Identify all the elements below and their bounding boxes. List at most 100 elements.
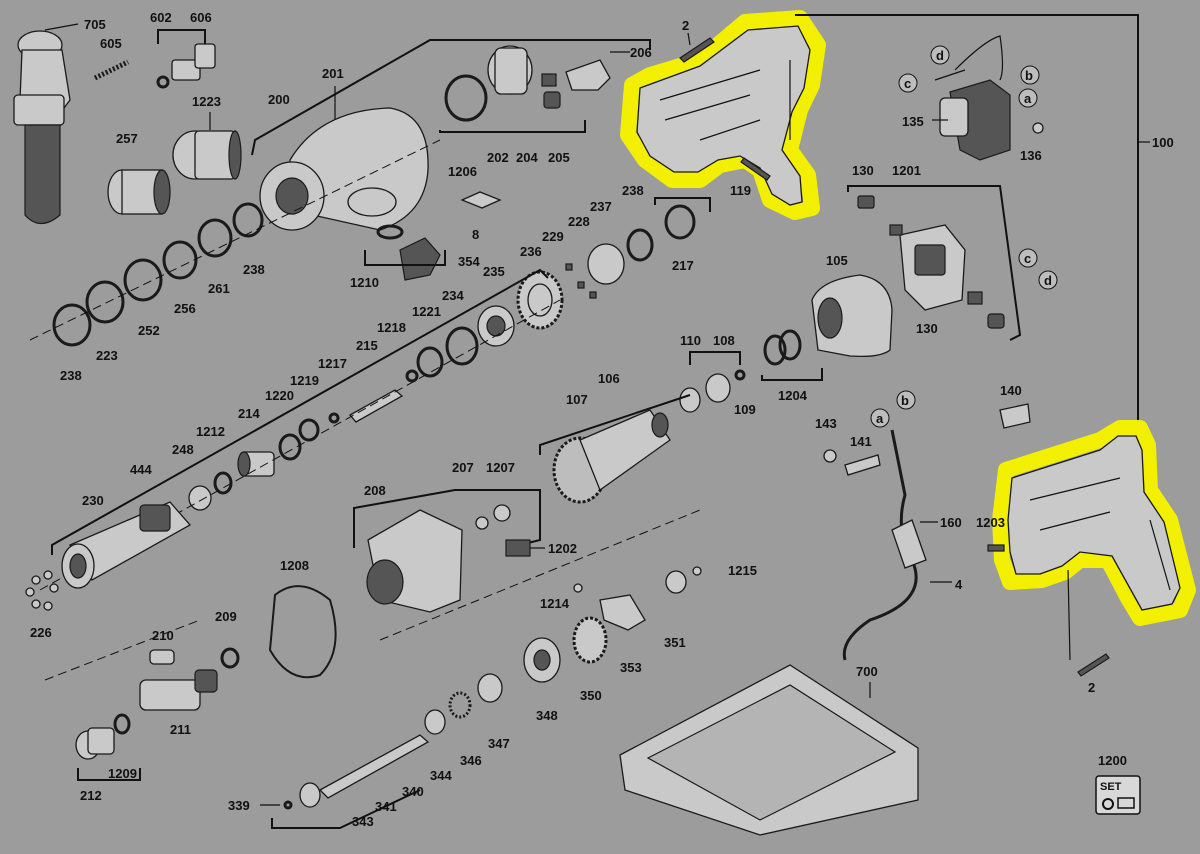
label-130a: 130 bbox=[852, 163, 874, 178]
part-202[interactable] bbox=[487, 45, 533, 95]
brush-part[interactable] bbox=[889, 224, 903, 236]
shaft-341[interactable] bbox=[318, 734, 430, 799]
ring-1212[interactable] bbox=[213, 471, 233, 495]
pin-1203[interactable] bbox=[987, 544, 1005, 552]
part-606[interactable] bbox=[171, 43, 216, 81]
pin-210[interactable] bbox=[149, 649, 175, 665]
ring-347[interactable] bbox=[477, 673, 503, 703]
ring-109[interactable] bbox=[734, 369, 746, 381]
ring-252[interactable] bbox=[123, 258, 163, 302]
label-238b: 238 bbox=[60, 368, 82, 383]
pins-228-229[interactable] bbox=[565, 263, 597, 299]
bearing-108[interactable] bbox=[705, 373, 731, 403]
barrel-230[interactable] bbox=[61, 501, 192, 589]
spring-346[interactable] bbox=[448, 691, 472, 719]
ring-1206-area[interactable] bbox=[444, 74, 488, 122]
plate-353[interactable] bbox=[599, 594, 646, 631]
gear-344[interactable] bbox=[424, 709, 446, 735]
ring-238-a[interactable] bbox=[232, 202, 264, 238]
springs-1204[interactable] bbox=[763, 329, 802, 366]
part-1202[interactable] bbox=[505, 539, 531, 557]
switch-354[interactable] bbox=[399, 237, 441, 281]
ring-256[interactable] bbox=[162, 240, 198, 280]
callout-a-top: a bbox=[1018, 88, 1038, 108]
chuck-257[interactable] bbox=[107, 169, 171, 215]
housing-half-top-highlighted[interactable] bbox=[620, 10, 826, 220]
screw-2-bottom[interactable] bbox=[1077, 653, 1110, 677]
pin-215[interactable] bbox=[348, 389, 404, 423]
clutch-348[interactable] bbox=[523, 637, 561, 683]
label-136: 136 bbox=[1020, 148, 1042, 163]
ring-238-left[interactable] bbox=[52, 303, 92, 347]
gear-350[interactable] bbox=[572, 616, 608, 664]
brush-part-2[interactable] bbox=[967, 291, 983, 305]
piston-211[interactable] bbox=[139, 669, 218, 711]
bearing-207[interactable] bbox=[475, 516, 489, 530]
motor-flange-208[interactable] bbox=[366, 509, 463, 613]
screw-2-top[interactable] bbox=[679, 37, 715, 63]
bearing-235[interactable] bbox=[477, 305, 515, 347]
screw-143[interactable] bbox=[823, 449, 837, 463]
ring-223[interactable] bbox=[85, 280, 125, 324]
clamp-141[interactable] bbox=[844, 454, 881, 476]
label-1217: 1217 bbox=[318, 356, 347, 371]
balls-226[interactable] bbox=[25, 570, 59, 611]
piston-212[interactable] bbox=[75, 727, 115, 760]
part-206[interactable] bbox=[565, 59, 611, 91]
chuck-1223[interactable] bbox=[172, 130, 242, 180]
ring-1218[interactable] bbox=[405, 369, 419, 383]
switch-135[interactable] bbox=[939, 79, 1011, 161]
carry-case-700[interactable] bbox=[619, 664, 919, 836]
washer-110[interactable] bbox=[679, 387, 701, 413]
bearing-1207[interactable] bbox=[493, 504, 511, 522]
screw-1215[interactable] bbox=[692, 566, 702, 576]
label-228: 228 bbox=[568, 214, 590, 229]
gasket-1208[interactable] bbox=[268, 585, 337, 679]
screw-136[interactable] bbox=[1032, 122, 1044, 134]
label-1221: 1221 bbox=[412, 304, 441, 319]
ring-209[interactable] bbox=[220, 647, 240, 669]
screw-1214[interactable] bbox=[573, 583, 583, 593]
ring-1220[interactable] bbox=[278, 433, 302, 461]
svg-text:a: a bbox=[1024, 91, 1032, 106]
gear-236[interactable] bbox=[516, 270, 564, 330]
brush-130-top[interactable] bbox=[857, 195, 875, 209]
ring-234[interactable] bbox=[445, 326, 479, 366]
svg-text:c: c bbox=[904, 76, 911, 91]
ring-1221[interactable] bbox=[416, 346, 444, 378]
spring-205[interactable] bbox=[543, 91, 561, 109]
sleeve-214[interactable] bbox=[237, 451, 275, 477]
side-handle-705[interactable] bbox=[13, 30, 71, 225]
ring-1210[interactable] bbox=[376, 224, 404, 240]
label-1206: 1206 bbox=[448, 164, 477, 179]
ring-339[interactable] bbox=[283, 800, 293, 810]
rod-605[interactable] bbox=[93, 59, 130, 81]
part-8[interactable] bbox=[460, 191, 502, 209]
label-700: 700 bbox=[856, 664, 878, 679]
screw-119[interactable] bbox=[740, 157, 771, 181]
ring-1209[interactable] bbox=[113, 713, 131, 735]
label-606: 606 bbox=[190, 10, 212, 25]
gear-343[interactable] bbox=[299, 782, 321, 808]
bearing-351[interactable] bbox=[665, 570, 687, 594]
ring-1217[interactable] bbox=[328, 412, 340, 424]
ring-261[interactable] bbox=[197, 218, 233, 258]
ring-602[interactable] bbox=[156, 75, 170, 89]
clip-140[interactable] bbox=[999, 403, 1031, 429]
label-140: 140 bbox=[1000, 383, 1022, 398]
housing-half-bottom-highlighted[interactable] bbox=[992, 420, 1196, 626]
ring-217[interactable] bbox=[664, 204, 696, 240]
ring-238-c[interactable] bbox=[626, 228, 654, 262]
brush-holder-1201[interactable] bbox=[899, 224, 966, 311]
armature-106[interactable] bbox=[552, 409, 671, 504]
ring-248[interactable] bbox=[188, 485, 212, 511]
label-340: 340 bbox=[402, 784, 424, 799]
stator-105[interactable] bbox=[811, 274, 893, 358]
brush-130-bottom[interactable] bbox=[987, 313, 1005, 329]
cord-guard-160[interactable] bbox=[891, 519, 927, 569]
label-108: 108 bbox=[713, 333, 735, 348]
ring-1219[interactable] bbox=[298, 418, 320, 442]
ring-237[interactable] bbox=[587, 243, 625, 285]
gear-housing-201[interactable] bbox=[259, 107, 429, 231]
part-204[interactable] bbox=[541, 73, 557, 87]
